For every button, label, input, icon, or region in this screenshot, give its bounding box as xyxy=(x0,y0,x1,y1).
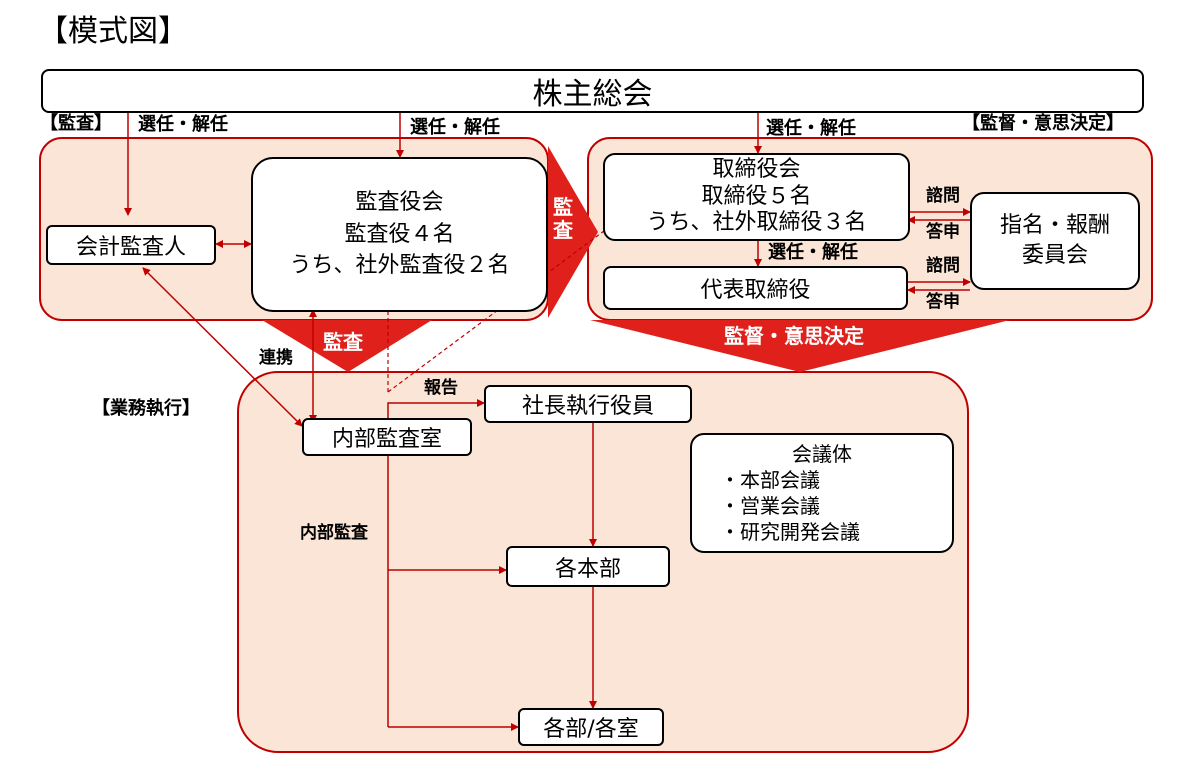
departments-label: 各部/各室 xyxy=(543,717,639,742)
divisions-box: 各本部 xyxy=(506,546,670,587)
audit-arrow-label: 監査 xyxy=(323,330,363,354)
audit-big-arrow-right xyxy=(548,146,598,318)
supervision-section-label: 【監督・意思決定】 xyxy=(962,113,1124,134)
report-label: 報告 xyxy=(424,378,458,398)
page-title: 【模式図】 xyxy=(38,14,188,49)
representative-director-box: 代表取締役 xyxy=(603,266,908,310)
appoint-label-audit-board: 選任・解任 xyxy=(410,117,500,138)
board-outside: うち、社外取締役３名 xyxy=(646,210,867,236)
cooperation-label: 連携 xyxy=(259,348,293,368)
divisions-label: 各本部 xyxy=(554,556,621,582)
report-label-board: 答申 xyxy=(926,222,960,242)
audit-board-outside: うち、社外監査役２名 xyxy=(289,253,510,279)
internal-audit-office-label: 内部監査室 xyxy=(331,427,442,452)
audit-board-box: 監査役会 監査役４名 うち、社外監査役２名 xyxy=(251,157,548,312)
audit-section-label: 【監査】 xyxy=(40,113,112,134)
supervision-big-arrow-down xyxy=(590,320,1010,372)
president-label: 社長執行役員 xyxy=(521,394,654,419)
arrow-auditor-internal xyxy=(142,267,303,427)
consult-label-board: 諮問 xyxy=(926,186,960,206)
departments-box: 各部/各室 xyxy=(518,708,664,746)
shareholders-meeting-label: 株主総会 xyxy=(532,77,653,112)
arrow-internal-to-president xyxy=(387,399,485,420)
accounting-auditor-box: 会計監査人 xyxy=(46,225,216,265)
dashed-report-to-board xyxy=(387,224,613,393)
execution-section-label: 【業務執行】 xyxy=(92,398,200,419)
report-label-rep: 答申 xyxy=(926,292,960,312)
accounting-auditor-label: 会計監査人 xyxy=(75,235,186,260)
meetings-title: 会議体 xyxy=(792,442,852,466)
nomination-committee-box: 指名・報酬 委員会 xyxy=(970,192,1140,290)
meetings-item-honbu: ・本部会議 xyxy=(720,468,820,492)
meetings-item-eigyo: ・営業会議 xyxy=(720,494,820,518)
nomination-title-2: 委員会 xyxy=(1021,243,1088,268)
meetings-box: 会議体 ・本部会議 ・営業会議 ・研究開発会議 xyxy=(690,433,954,553)
representative-label: 代表取締役 xyxy=(700,278,811,303)
internal-audit-office-box: 内部監査室 xyxy=(302,418,472,456)
audit-board-count: 監査役４名 xyxy=(344,221,455,247)
audit-big-arrow-down xyxy=(262,320,432,372)
president-box: 社長執行役員 xyxy=(484,385,692,423)
nomination-title-1: 指名・報酬 xyxy=(999,213,1110,239)
shareholders-meeting-box: 株主総会 xyxy=(41,69,1144,113)
board-count: 取締役５名 xyxy=(701,183,812,209)
audit-board-title: 監査役会 xyxy=(355,189,444,215)
board-of-directors-box: 取締役会 取締役５名 うち、社外取締役３名 xyxy=(603,153,910,241)
meetings-item-kenkyu: ・研究開発会議 xyxy=(720,520,860,544)
appoint-label-board: 選任・解任 xyxy=(766,118,856,139)
board-title: 取締役会 xyxy=(712,157,801,183)
consult-label-rep: 諮問 xyxy=(926,256,960,276)
internal-audit-label: 内部監査 xyxy=(300,523,368,543)
audit-arrow-vertical-label: 監査 xyxy=(553,195,573,242)
appoint-label-representative: 選任・解任 xyxy=(768,242,858,263)
supervision-arrow-label: 監督・意思決定 xyxy=(724,324,864,348)
appoint-label-auditor: 選任・解任 xyxy=(138,114,228,135)
